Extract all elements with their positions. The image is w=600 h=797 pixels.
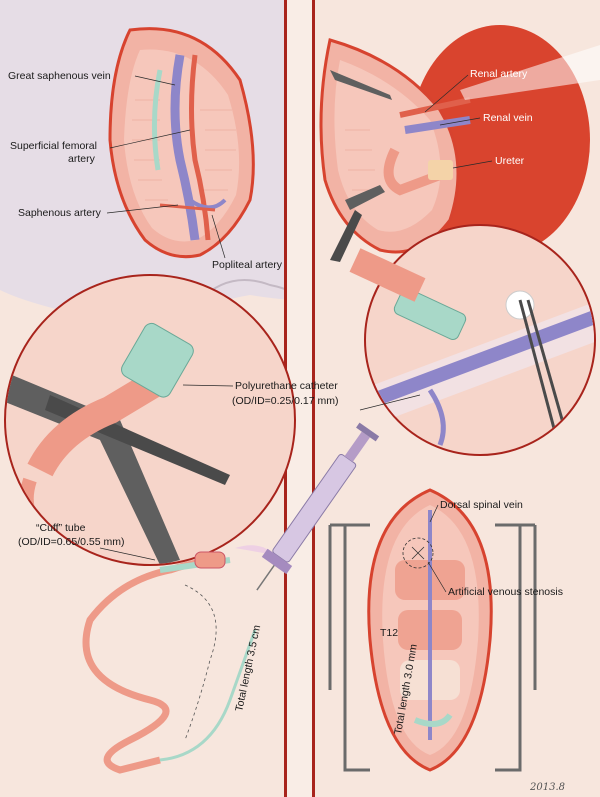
label-renal-artery: Renal artery (470, 68, 528, 80)
label-superficial-femoral-artery-2: artery (68, 153, 96, 165)
label-polyurethane-catheter-1: Polyurethane catheter (235, 380, 338, 392)
catheter-magnified-view (4, 274, 296, 566)
label-popliteal-artery: Popliteal artery (212, 259, 283, 271)
leg-incision (108, 27, 255, 259)
label-renal-vein: Renal vein (483, 112, 533, 124)
label-saphenous-artery: Saphenous artery (18, 207, 102, 219)
label-t12: T12 (380, 627, 398, 639)
label-ureter: Ureter (495, 155, 525, 167)
label-great-saphenous-vein: Great saphenous vein (8, 70, 111, 82)
label-polyurethane-catheter-2: (OD/ID=0.25/0.17 mm) (232, 395, 339, 407)
spinal-view (328, 488, 537, 772)
label-dorsal-spinal-vein: Dorsal spinal vein (440, 499, 523, 511)
vein-magnified-view (349, 224, 596, 456)
divider-right (312, 0, 315, 797)
label-cuff-tube-1: “Cuff” tube (36, 522, 86, 534)
femoral-artery-vessel (189, 54, 211, 241)
label-superficial-femoral-artery-1: Superficial femoral (10, 140, 97, 152)
catheter-assembly (82, 422, 380, 774)
great-saphenous-vein-vessel (170, 54, 200, 241)
label-artificial-venous-stenosis: Artificial venous stenosis (448, 586, 563, 598)
label-cuff-tube-2: (OD/ID=0.65/0.55 mm) (18, 536, 125, 548)
kidney-view (319, 25, 600, 262)
artist-signature: 2013.8 (529, 782, 565, 793)
catheter-in-leg (151, 69, 163, 171)
